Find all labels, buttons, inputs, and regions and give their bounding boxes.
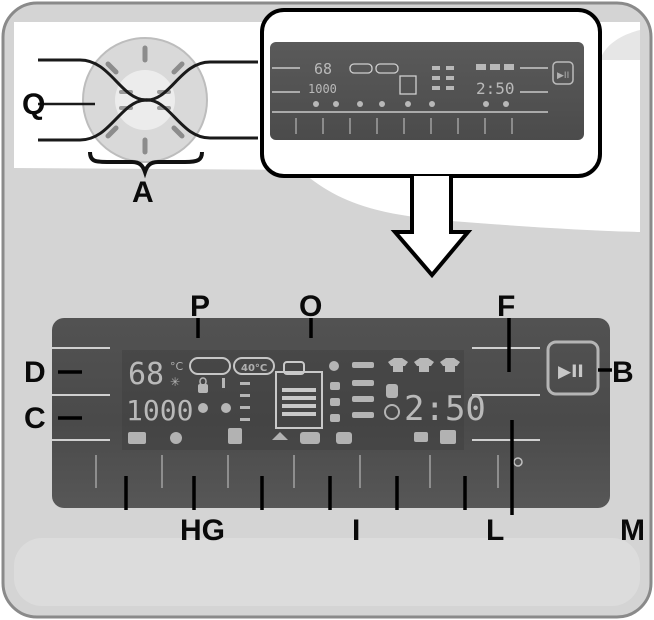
callout-d: D [24, 356, 46, 389]
callout-o: O [299, 290, 323, 323]
svg-text:▶II: ▶II [557, 71, 569, 81]
tub-icon [440, 430, 456, 444]
leaf-icon [198, 403, 208, 413]
callout-l: L [486, 514, 505, 547]
svg-text:40°C: 40°C [241, 363, 267, 374]
callout-q: Q [22, 88, 46, 121]
callout-f: F [497, 290, 516, 323]
timer-icon [384, 404, 400, 420]
temp-40-pill [233, 357, 275, 375]
svg-text:2:50: 2:50 [476, 79, 515, 98]
time-readout: 2:50 [404, 389, 486, 429]
callout-hg: HG [180, 514, 225, 547]
wifi-icon [272, 432, 288, 440]
callout-i: I [352, 514, 361, 547]
steam-icon [330, 382, 340, 390]
callout-lines [58, 318, 612, 515]
hand-wash-icon [228, 428, 242, 444]
garment-icons [388, 358, 460, 372]
degree-unit: °C [170, 360, 184, 373]
remote-icon [300, 432, 320, 444]
callout-p: P [190, 290, 211, 323]
drum-indicator [275, 361, 323, 429]
play-pause-icon: ▶II [558, 362, 584, 382]
svg-text:1000: 1000 [308, 82, 337, 96]
flower-icon [170, 432, 182, 444]
play-pause-button[interactable] [546, 340, 600, 396]
snowflake-icon: ✳ [170, 375, 180, 389]
lock-icon [198, 384, 208, 393]
display-panel [52, 318, 610, 508]
spin-digits: 1000 [126, 394, 193, 427]
callout-c: C [24, 402, 46, 435]
temp-digits: 68 [128, 357, 164, 392]
bottom-band [14, 538, 640, 606]
knob-illustration [38, 37, 258, 179]
mini-display-callout: ▶II 68 1000 2:50 [260, 8, 602, 178]
basket-icon [128, 432, 146, 444]
callout-m: M [620, 514, 645, 547]
prewash-pill [189, 357, 231, 375]
callout-a: A [132, 176, 154, 209]
globe-icon [221, 403, 231, 413]
svg-text:68: 68 [314, 60, 332, 78]
control-panel: ▶II 68 °C ✳ 1000 40°C [52, 318, 610, 508]
clock-small-icon [329, 361, 339, 371]
phone-icon [336, 432, 352, 444]
tap-icon [222, 378, 225, 388]
zoom-arrow [390, 176, 473, 279]
callout-b: B [612, 356, 634, 389]
